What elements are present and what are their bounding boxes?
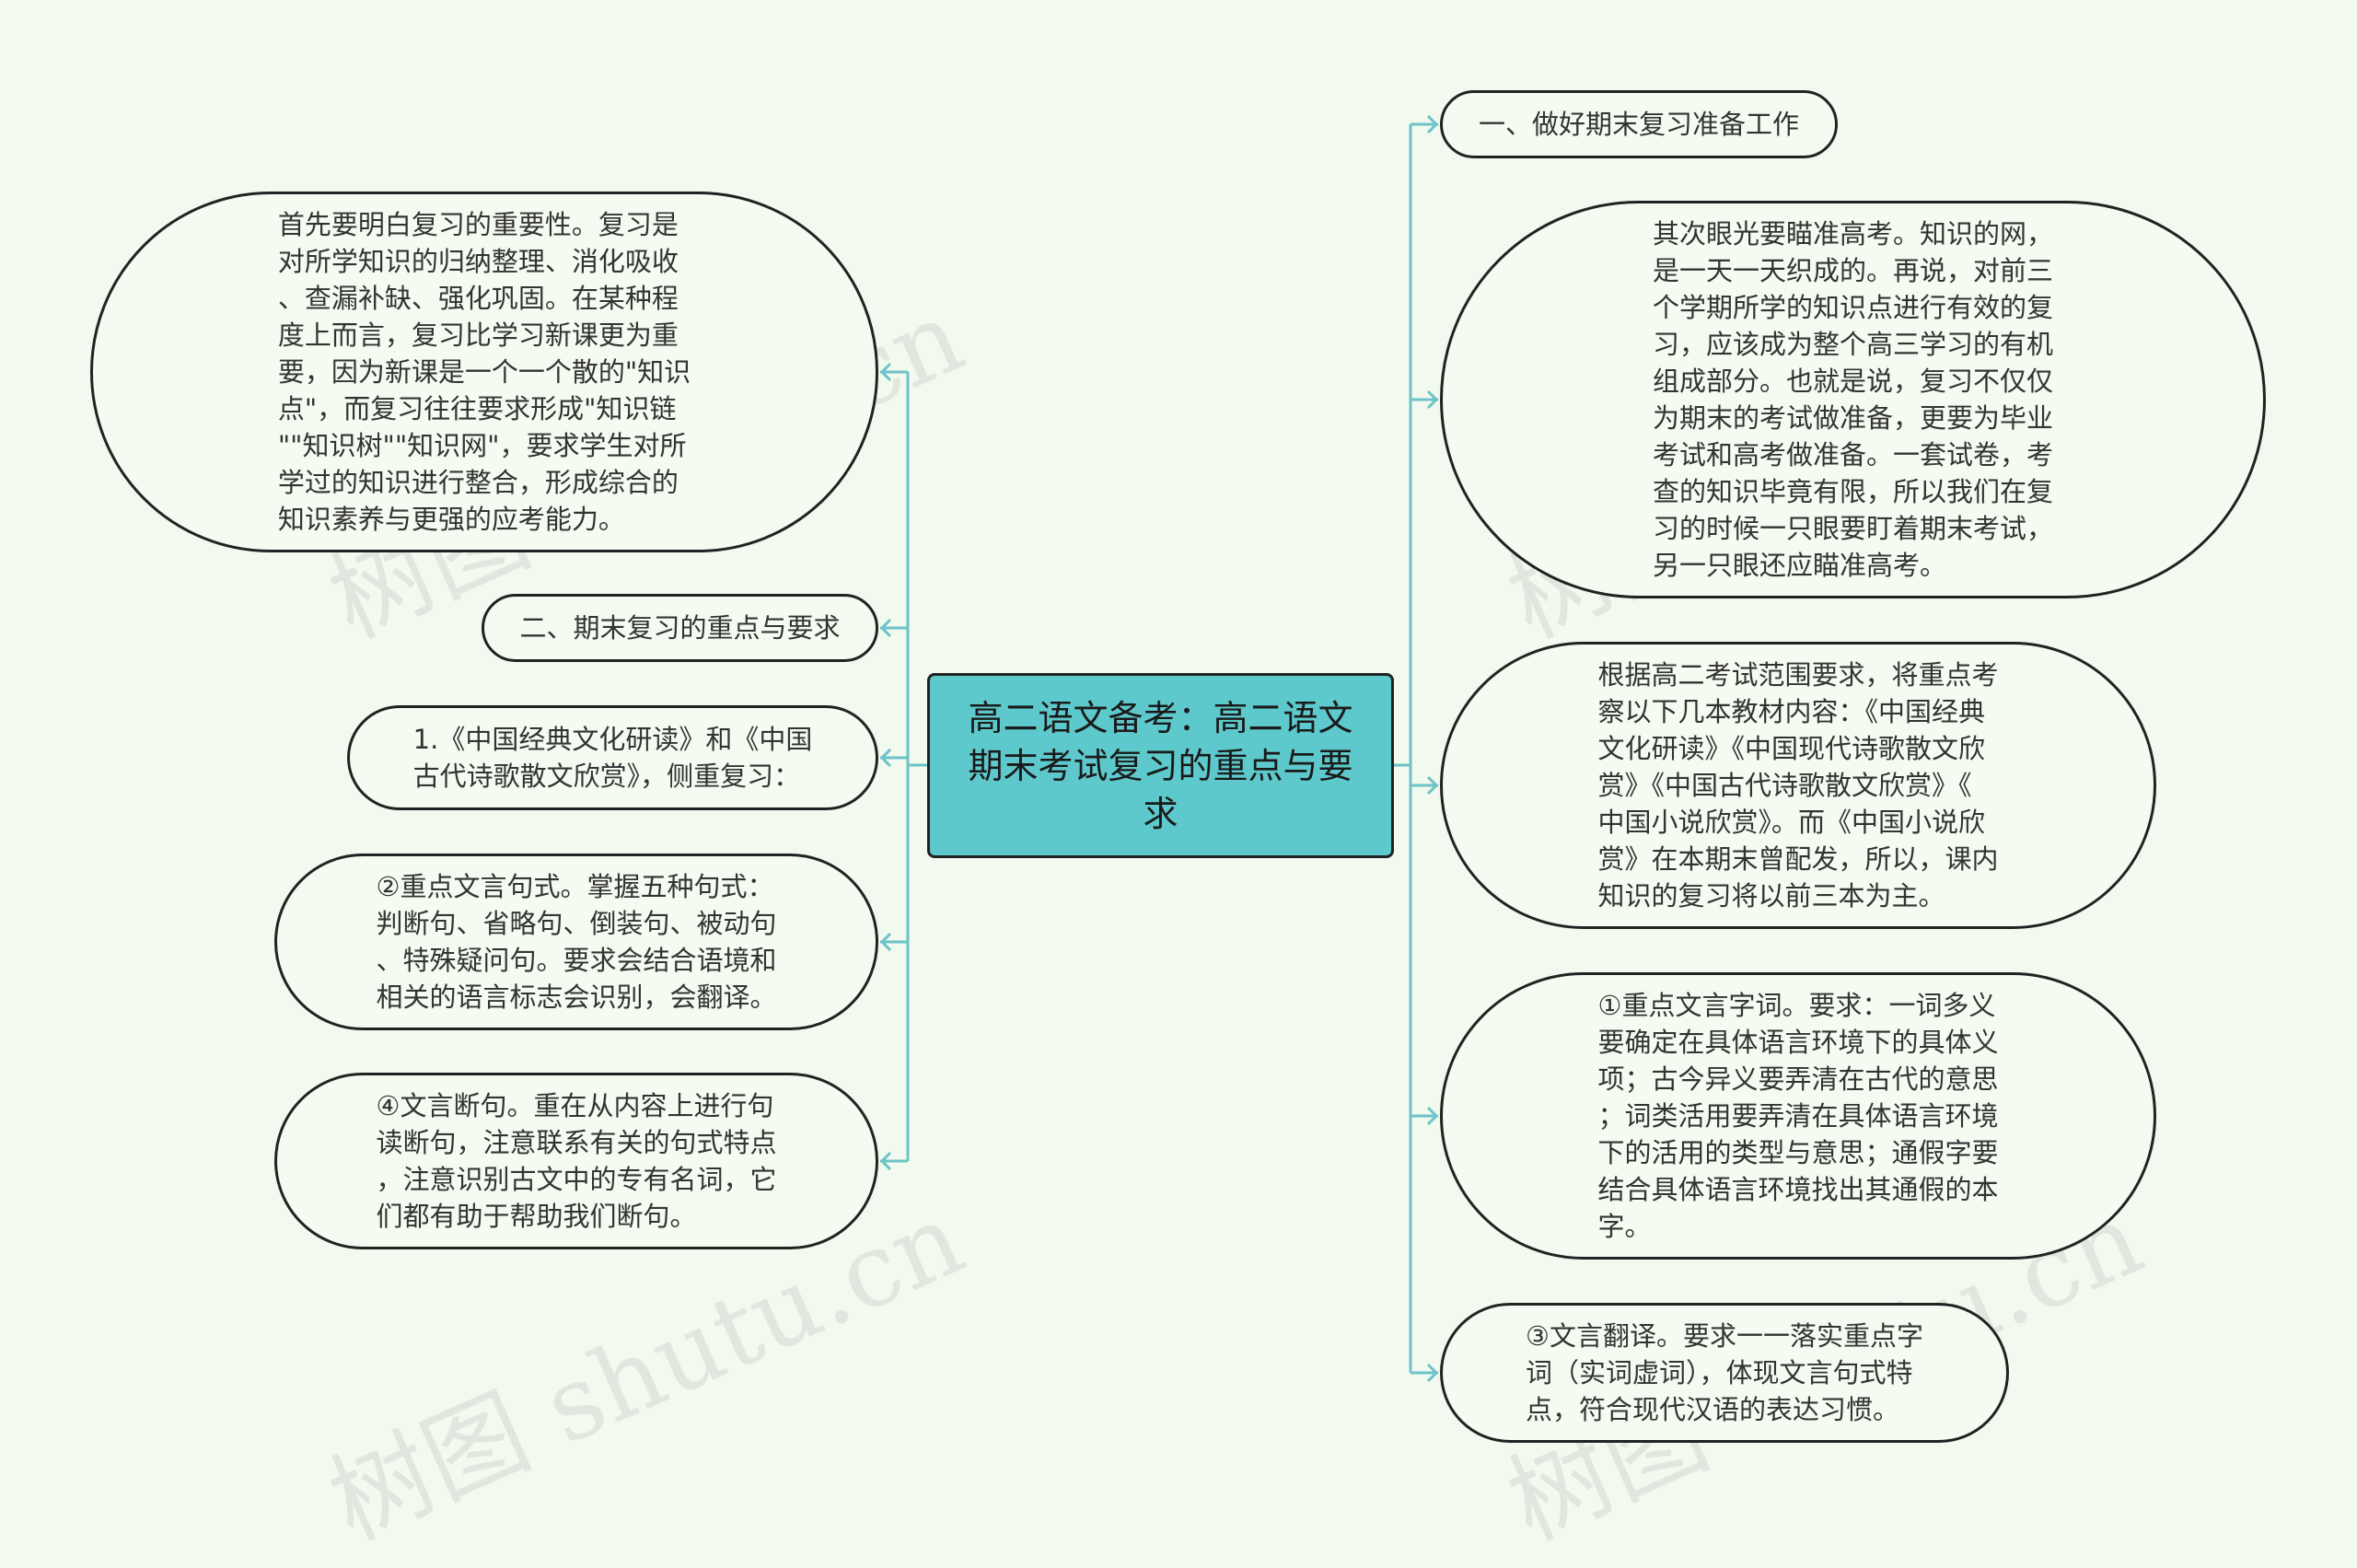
right-node-item-1[interactable]: ①重点文言字词。要求：一词多义 要确定在具体语言环境下的具体义 项；古今异义要弄… [1440, 972, 2156, 1260]
connector-arrow [879, 748, 892, 768]
right-node-section-one[interactable]: 一、做好期末复习准备工作 [1440, 90, 1838, 158]
connector-lines [879, 114, 1439, 1383]
right-node-item-3[interactable]: ③文言翻译。要求一一落实重点字 词（实词虚词），体现文言句式特 点，符合现代汉语… [1440, 1303, 2009, 1443]
left-node-importance[interactable]: 首先要明白复习的重要性。复习是 对所学知识的归纳整理、消化吸收 、查漏补缺、强化… [90, 192, 878, 552]
node-text: ①重点文言字词。要求：一词多义 要确定在具体语言环境下的具体义 项；古今异义要弄… [1597, 990, 1999, 1242]
center-topic-node[interactable]: 高二语文备考：高二语文 期末考试复习的重点与要 求 [927, 673, 1394, 858]
node-text: ③文言翻译。要求一一落实重点字 词（实词虚词），体现文言句式特 点，符合现代汉语… [1526, 1320, 1923, 1425]
node-text: 二、期末复习的重点与要求 [519, 612, 841, 644]
left-node-item-1[interactable]: 1.《中国经典文化研读》和《中国 古代诗歌散文欣赏》，侧重复习： [347, 705, 878, 810]
connector-arrow [879, 362, 892, 382]
left-node-section-two[interactable]: 二、期末复习的重点与要求 [482, 594, 878, 662]
connector-arrow [1426, 389, 1439, 410]
connector-arrow [1426, 1106, 1439, 1126]
right-node-aim-gaokao[interactable]: 其次眼光要瞄准高考。知识的网， 是一天一天织成的。再说，对前三 个学期所学的知识… [1440, 201, 2266, 598]
center-topic-text: 高二语文备考：高二语文 期末考试复习的重点与要 求 [968, 697, 1353, 834]
node-text: 1.《中国经典文化研读》和《中国 古代诗歌散文欣赏》，侧重复习： [412, 724, 813, 792]
node-text: ②重点文言句式。掌握五种句式： 判断句、省略句、倒装句、被动句 、特殊疑问句。要… [376, 871, 777, 1013]
right-node-textbooks[interactable]: 根据高二考试范围要求，将重点考 察以下几本教材内容：《中国经典 文化研读》《中国… [1440, 642, 2156, 929]
connector-arrow [879, 618, 892, 638]
left-node-item-2[interactable]: ②重点文言句式。掌握五种句式： 判断句、省略句、倒装句、被动句 、特殊疑问句。要… [274, 854, 878, 1030]
connector-arrow [1426, 775, 1439, 796]
connector-arrow [879, 1151, 892, 1171]
connector-arrow [879, 932, 892, 952]
node-text: 首先要明白复习的重要性。复习是 对所学知识的归纳整理、消化吸收 、查漏补缺、强化… [277, 209, 691, 535]
connector-arrow [1426, 114, 1439, 134]
node-text: 一、做好期末复习准备工作 [1478, 109, 1799, 140]
left-node-item-4[interactable]: ④文言断句。重在从内容上进行句 读断句，注意联系有关的句式特点 ，注意识别古文中… [274, 1073, 878, 1249]
connector-arrow [1426, 1363, 1439, 1383]
node-text: 其次眼光要瞄准高考。知识的网， 是一天一天织成的。再说，对前三 个学期所学的知识… [1652, 218, 2053, 581]
node-text: ④文言断句。重在从内容上进行句 读断句，注意联系有关的句式特点 ，注意识别古文中… [376, 1090, 777, 1232]
node-text: 根据高二考试范围要求，将重点考 察以下几本教材内容：《中国经典 文化研读》《中国… [1597, 659, 1999, 912]
